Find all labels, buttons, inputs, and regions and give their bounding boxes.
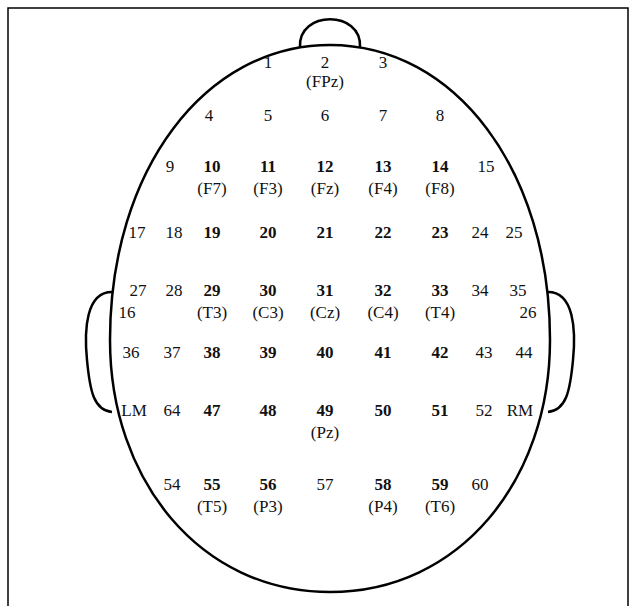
electrode-number: 30 [260, 282, 277, 299]
electrode-number: 40 [317, 344, 334, 361]
electrode-name: (Pz) [311, 424, 339, 441]
electrode-number: 18 [166, 224, 183, 241]
electrode-number: 7 [379, 107, 388, 124]
electrode-number: 49 [317, 402, 334, 419]
electrode-number: 55 [204, 476, 221, 493]
nose [300, 19, 360, 47]
frame [8, 8, 628, 606]
electrode-number: 48 [260, 402, 277, 419]
electrode-name: (T6) [425, 498, 455, 515]
electrode-number: 6 [321, 107, 330, 124]
electrode-number: 29 [204, 282, 221, 299]
electrode-number: 58 [375, 476, 392, 493]
electrode-number: 23 [432, 224, 449, 241]
electrode-number: 54 [164, 476, 181, 493]
head [110, 45, 550, 592]
electrode-number: 42 [432, 344, 449, 361]
electrode-number: 64 [164, 402, 181, 419]
electrode-name: (C4) [367, 304, 398, 321]
electrode-number: 47 [204, 402, 221, 419]
electrode-number: 9 [166, 158, 175, 175]
electrode-number: 14 [432, 158, 449, 175]
electrode-number: 52 [476, 402, 493, 419]
electrode-name: (Cz) [310, 304, 340, 321]
electrode-name: (T4) [425, 304, 455, 321]
electrode-number: 15 [478, 158, 495, 175]
electrode-name: (C3) [252, 304, 283, 321]
electrode-number: 60 [472, 476, 489, 493]
electrode-number: 37 [164, 344, 181, 361]
electrode-name: (F7) [197, 180, 226, 197]
electrode-number: 38 [204, 344, 221, 361]
electrode-number: 2 [321, 54, 330, 71]
electrode-number: 41 [375, 344, 392, 361]
electrode-number: 57 [317, 476, 334, 493]
electrode-number: 33 [432, 282, 449, 299]
electrode-name: (T3) [197, 304, 227, 321]
electrode-name: (T5) [197, 498, 227, 515]
electrode-number: 1 [264, 54, 273, 71]
electrode-number: 17 [129, 224, 146, 241]
electrode-number: 3 [379, 54, 388, 71]
electrode-name: (F4) [368, 180, 397, 197]
electrode-number: 21 [317, 224, 334, 241]
electrode-number: 26 [520, 304, 537, 321]
electrode-number: 8 [436, 107, 445, 124]
electrode-number: 50 [375, 402, 392, 419]
electrode-number: 44 [516, 344, 533, 361]
electrode-number: 34 [472, 282, 489, 299]
electrode-number: 51 [432, 402, 449, 419]
electrode-number: 10 [204, 158, 221, 175]
electrode-number: LM [121, 402, 147, 419]
electrode-number: 24 [472, 224, 489, 241]
electrode-number: 19 [204, 224, 221, 241]
electrode-number: 43 [476, 344, 493, 361]
right-ear [548, 292, 574, 412]
electrode-number: 28 [166, 282, 183, 299]
electrode-number: RM [507, 402, 533, 419]
electrode-number: 35 [510, 282, 527, 299]
electrode-number: 12 [317, 158, 334, 175]
electrode-number: 16 [119, 304, 136, 321]
electrode-number: 11 [260, 158, 276, 175]
electrode-number: 59 [432, 476, 449, 493]
electrode-name: (FPz) [306, 73, 344, 90]
electrode-number: 25 [506, 224, 523, 241]
electrode-number: 27 [130, 282, 147, 299]
electrode-number: 20 [260, 224, 277, 241]
electrode-number: 22 [375, 224, 392, 241]
electrode-number: 39 [260, 344, 277, 361]
electrode-name: (Fz) [311, 180, 339, 197]
electrode-number: 36 [123, 344, 140, 361]
electrode-number: 5 [264, 107, 273, 124]
electrode-name: (P4) [368, 498, 397, 515]
electrode-number: 13 [375, 158, 392, 175]
electrode-name: (F8) [425, 180, 454, 197]
electrode-name: (P3) [253, 498, 282, 515]
electrode-number: 4 [205, 107, 214, 124]
left-ear [86, 292, 112, 412]
electrode-number: 56 [260, 476, 277, 493]
electrode-name: (F3) [253, 180, 282, 197]
electrode-number: 32 [375, 282, 392, 299]
electrode-number: 31 [317, 282, 334, 299]
